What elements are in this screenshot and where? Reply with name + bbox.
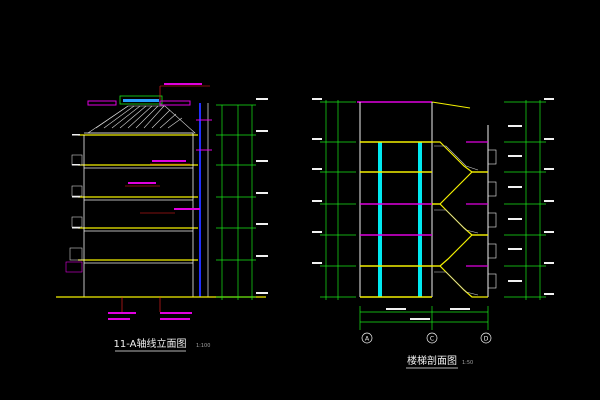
left-elevation: 11-A轴线立面图 1:100 (56, 83, 268, 352)
elevation-frame (83, 132, 194, 297)
section-bottom-dim-text (386, 308, 470, 320)
section-level-text (312, 98, 554, 295)
right-drawing-scale: 1:50 (462, 360, 473, 366)
elevation-annotation-text (108, 83, 202, 320)
stair-flights (432, 141, 488, 298)
cyan-column-left (378, 142, 382, 297)
elevation-left-levels (72, 134, 80, 229)
stair-section: A C D 楼梯剖面图 1:50 (312, 98, 554, 369)
grid-bubble-d: D (484, 336, 489, 343)
grid-bubble-a: A (365, 336, 370, 343)
parapet-left (87, 100, 117, 106)
elevation-floor-lines (78, 134, 198, 261)
cyan-column-right (418, 142, 422, 297)
section-left-dimensions (320, 100, 356, 300)
parapet-right (159, 100, 191, 106)
left-balconies (65, 154, 83, 273)
section-bottom-dimensions (359, 306, 489, 330)
stair-landings (466, 141, 488, 267)
grid-bubble-c: C (430, 336, 434, 343)
roof-hatch (87, 105, 196, 134)
elevation-dimensions (216, 104, 256, 300)
section-right-dimensions (504, 100, 546, 300)
grid-bubbles: A C D (361, 332, 492, 344)
section-floor-slabs (360, 141, 432, 298)
annotation-leaders (121, 85, 210, 312)
elevation-level-text (256, 98, 268, 294)
left-drawing-title: 11-A轴线立面图 (114, 337, 187, 350)
roof-ridge-box (119, 95, 163, 105)
left-drawing-scale: 1:100 (196, 343, 210, 349)
stair-flights-white (434, 145, 479, 296)
stair-windows (487, 149, 497, 289)
roof-ridge-fill (123, 99, 159, 102)
right-drawing-title: 楼梯剖面图 (407, 354, 457, 367)
